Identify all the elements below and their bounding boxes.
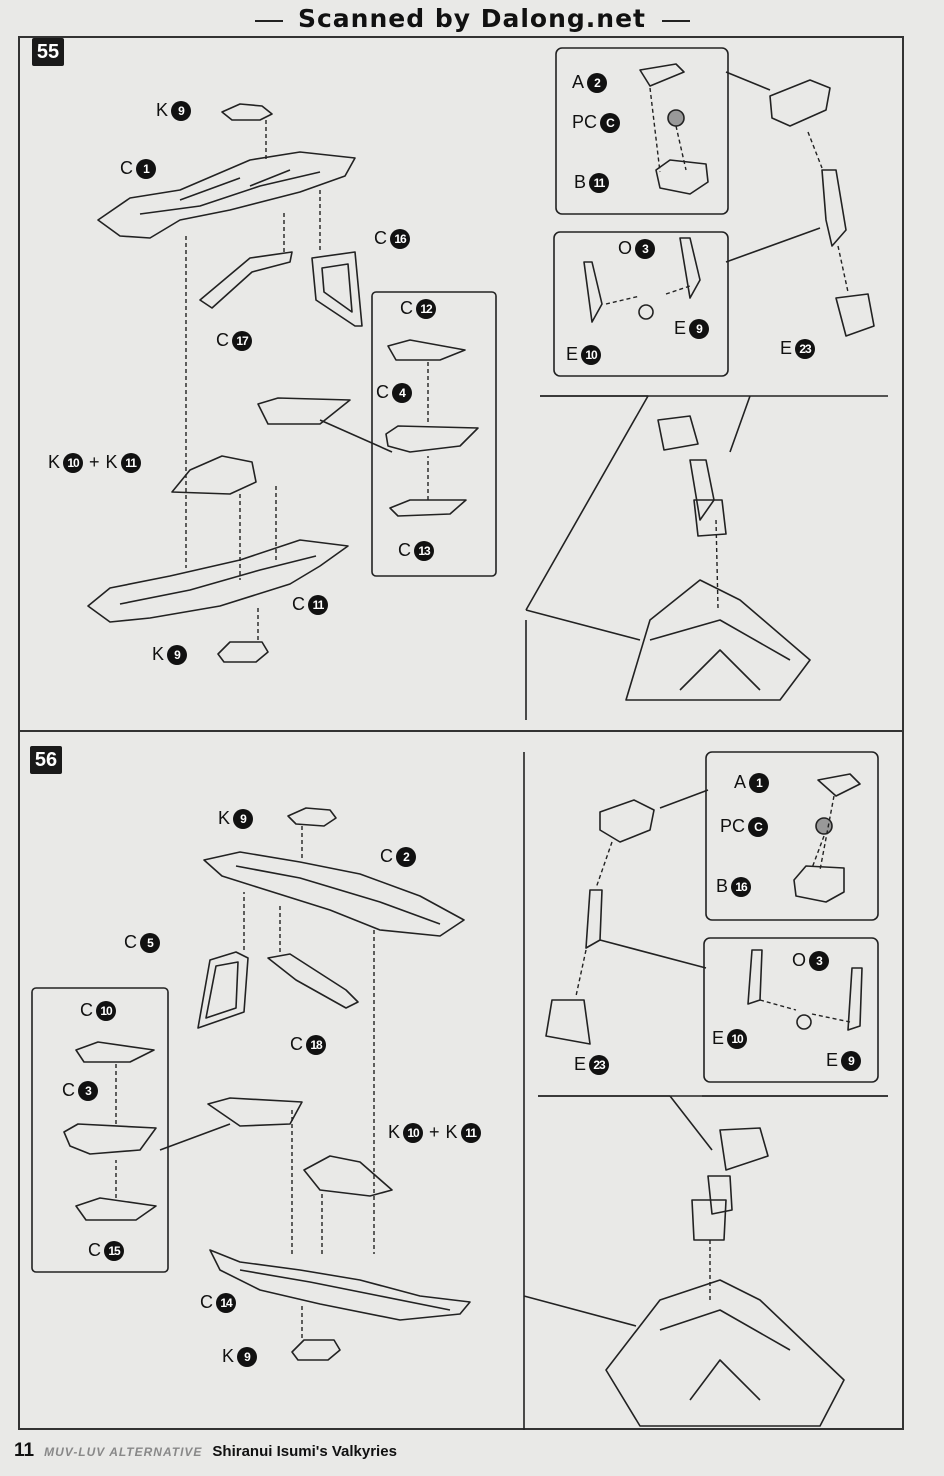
part-flap-56 <box>207 1097 303 1127</box>
arm-box-56 <box>703 937 879 1083</box>
part-e10-56 <box>747 949 763 1005</box>
arm-box-55 <box>553 231 729 377</box>
assembly-cap-lower-56 <box>719 1127 769 1171</box>
assembly-cap-56 <box>599 799 655 843</box>
torso-art-55 <box>625 579 811 701</box>
part-pc-56 <box>815 817 833 835</box>
part-b11-55 <box>655 159 709 195</box>
part-o3-56 <box>796 1014 812 1030</box>
page-number: 11 <box>14 1440 35 1461</box>
part-frame-c16-55 <box>311 251 363 327</box>
header-rule-left <box>255 20 283 22</box>
part-upper-body-55 <box>97 151 356 239</box>
part-c12-55 <box>387 339 466 361</box>
assembly-cap-55 <box>769 79 831 127</box>
part-upper-body-56 <box>203 851 465 937</box>
part-a2-55 <box>639 63 685 87</box>
header-rule-right <box>662 20 690 22</box>
part-c13-55 <box>389 499 467 517</box>
part-lower-body-55 <box>87 539 349 623</box>
part-k10-k11-56 <box>303 1155 393 1197</box>
joint-box-55 <box>555 47 729 215</box>
part-e9-55 <box>679 237 701 299</box>
kit-title: Shiranui Isumi's Valkyries <box>212 1443 397 1460</box>
part-pc-55 <box>667 109 685 127</box>
part-e10-55 <box>583 261 603 323</box>
part-strip-c17-55 <box>199 251 293 309</box>
step-55-number: 55 <box>32 38 64 66</box>
part-e23-56 <box>545 999 591 1045</box>
part-frame-c5-56 <box>197 951 249 1029</box>
subassembly-box-55 <box>371 291 497 577</box>
assembly-cap-lower-55 <box>657 415 699 451</box>
part-o3-55 <box>638 304 654 320</box>
series-logo: MUV-LUV ALTERNATIVE <box>44 1445 203 1459</box>
part-k10-k11-55 <box>171 455 257 495</box>
part-e9-56 <box>847 967 863 1031</box>
part-c10-56 <box>75 1041 155 1063</box>
part-k9-bottom-56 <box>291 1339 341 1361</box>
part-k9-top-56 <box>287 807 337 827</box>
subassembly-box-56 <box>31 987 169 1273</box>
part-flap-55 <box>257 397 351 425</box>
scan-credit: Scanned by Dalong.net <box>297 4 646 33</box>
part-lower-body-56 <box>209 1249 471 1321</box>
part-c3-56 <box>63 1123 157 1155</box>
joint-box-56 <box>705 751 879 921</box>
page-footer: 11 MUV-LUV ALTERNATIVE Shiranui Isumi's … <box>14 1440 397 1462</box>
part-strip-c18-56 <box>267 953 359 1009</box>
part-b16-56 <box>793 865 845 903</box>
part-a1-56 <box>817 773 861 797</box>
part-k9-bottom-55 <box>217 641 269 663</box>
part-c4-55 <box>385 425 479 453</box>
assembly-arm-55 <box>821 169 847 247</box>
step-56-number: 56 <box>30 746 62 774</box>
torso-art-56 <box>605 1279 845 1427</box>
part-e23-55 <box>835 293 875 337</box>
part-k9-top-55 <box>221 103 273 121</box>
step-56-frame <box>18 730 904 1430</box>
assembly-arm-56 <box>585 889 603 949</box>
part-c15-56 <box>75 1197 157 1221</box>
